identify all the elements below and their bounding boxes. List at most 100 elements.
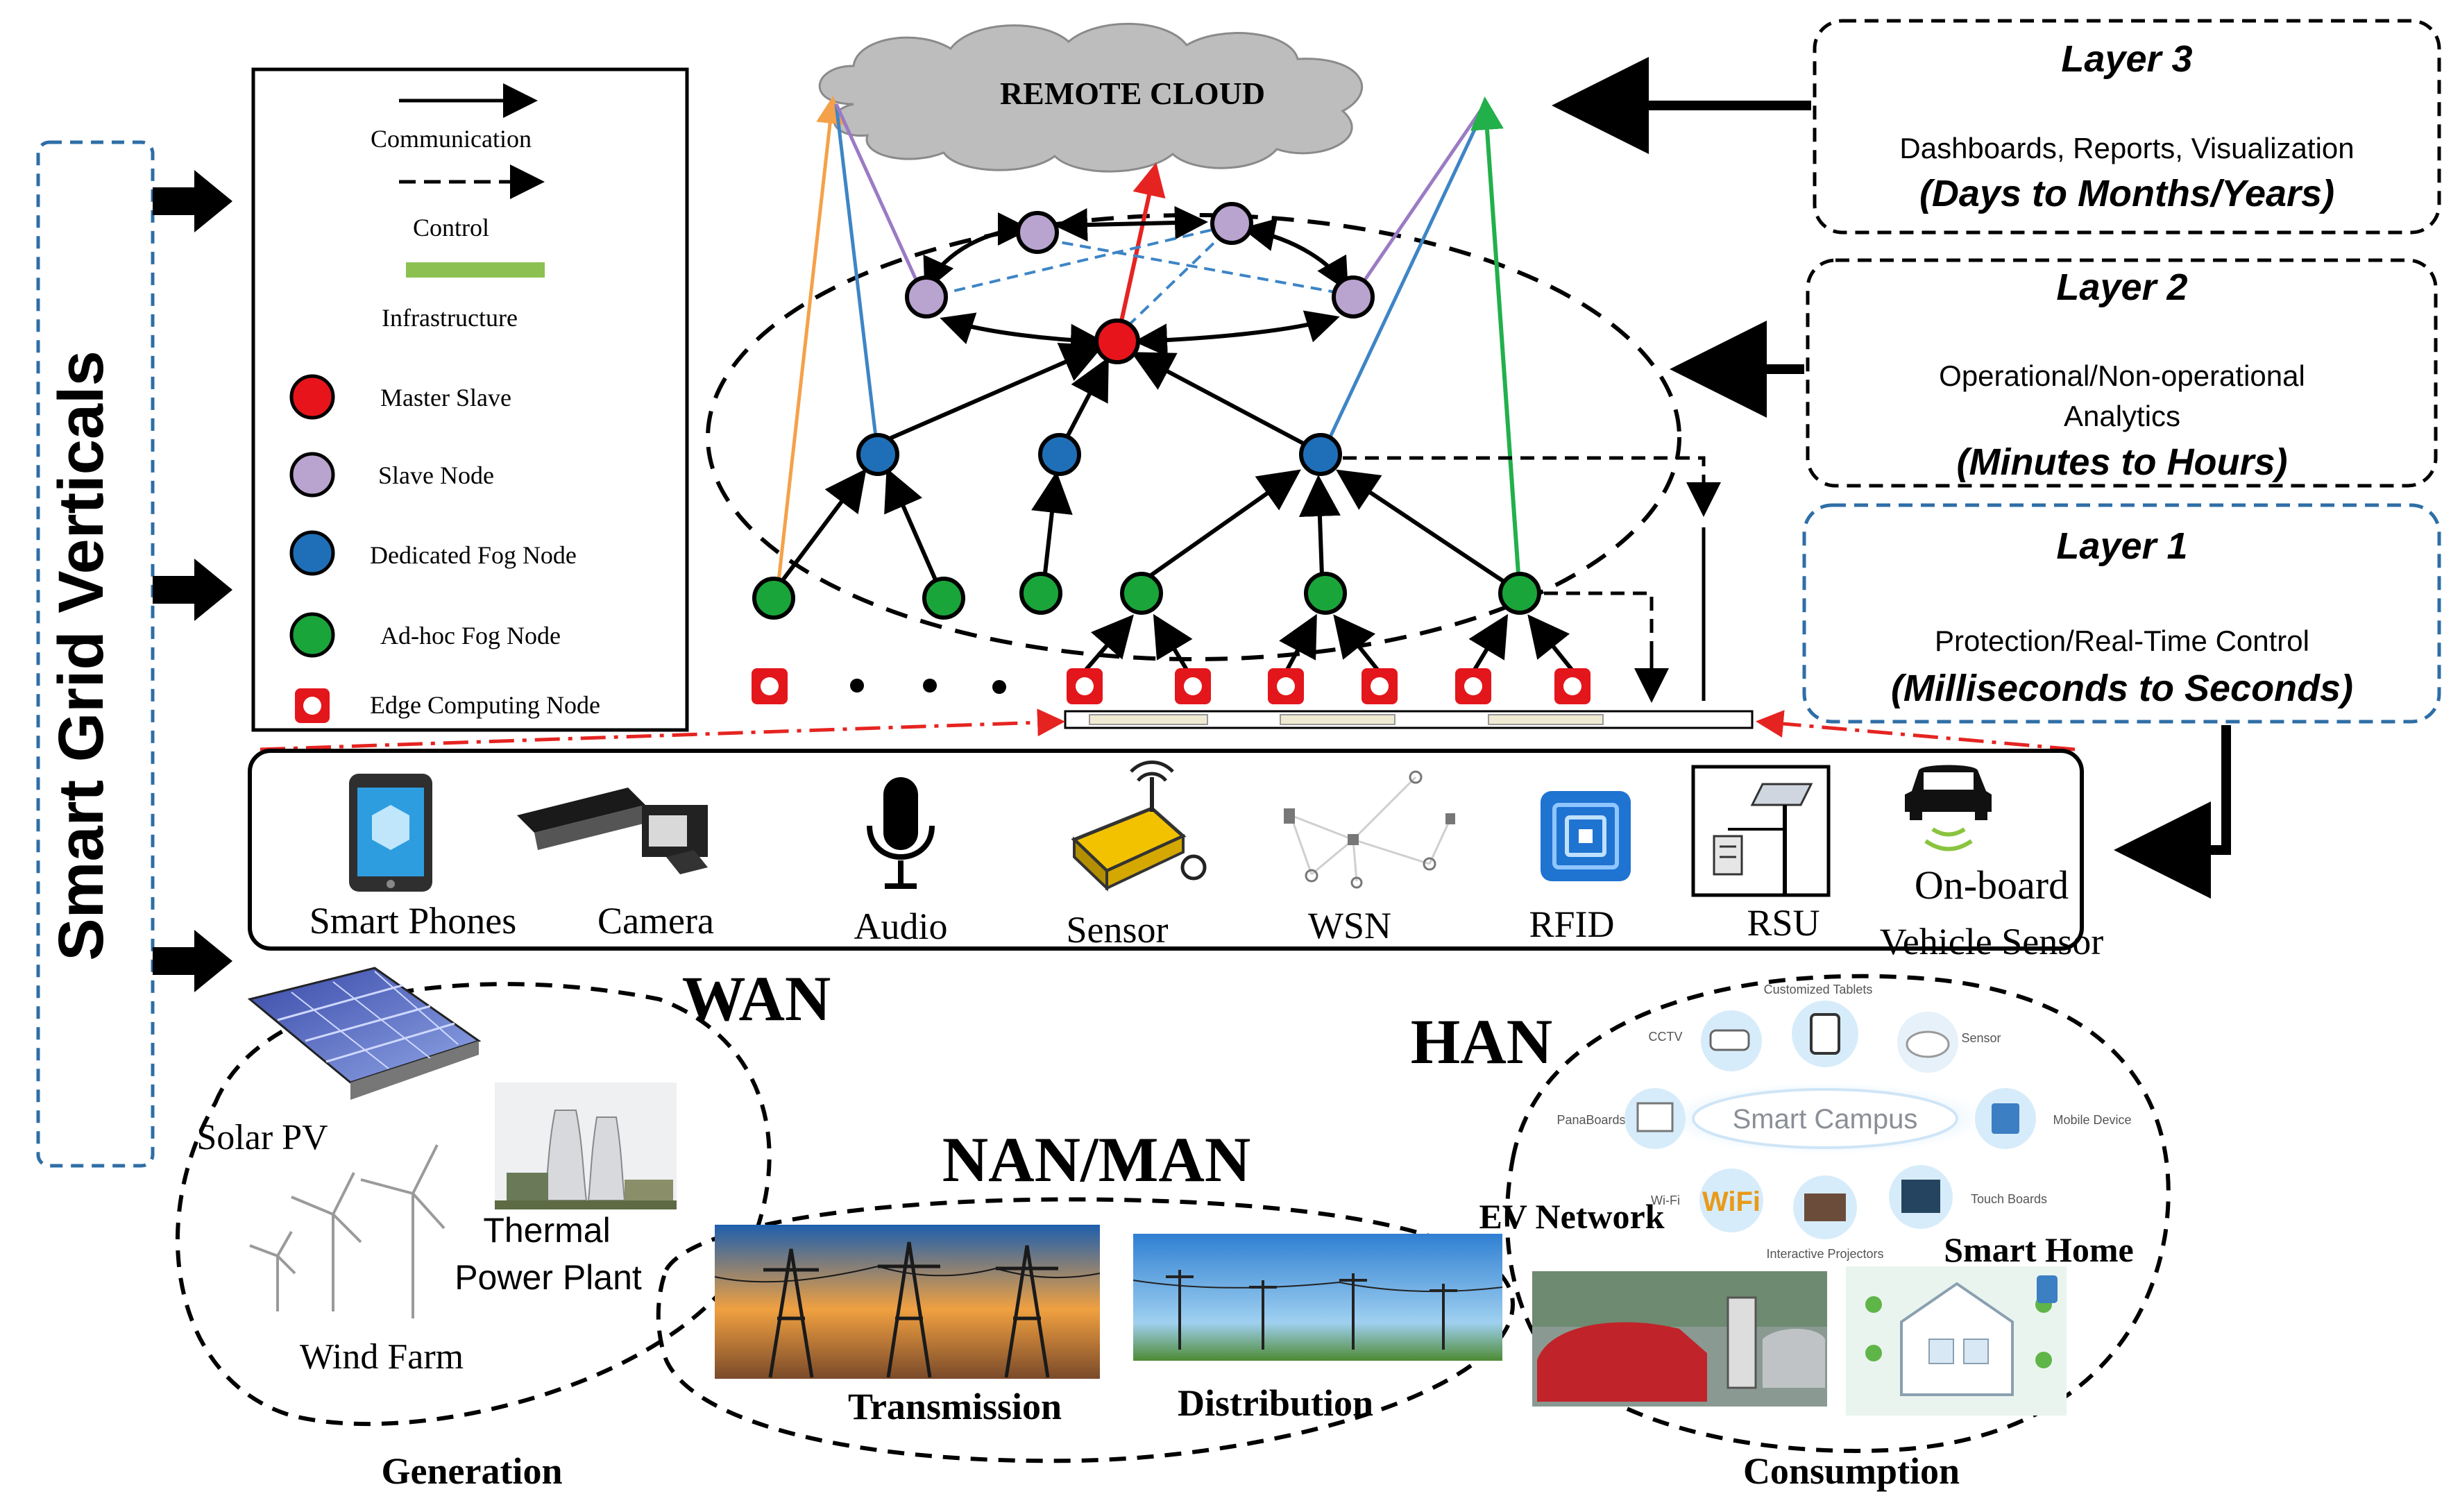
edge-to-bus-link-left bbox=[260, 708, 1065, 751]
rfid-icon bbox=[1541, 791, 1631, 881]
layer-3-box: Layer 3 Dashboards, Reports, Visualizati… bbox=[1813, 19, 2441, 235]
wind-farm-image bbox=[249, 1144, 446, 1318]
link-adhoc6-to-dedicated3 bbox=[1336, 469, 1507, 585]
verticals-title: Smart Grid Verticals bbox=[46, 350, 117, 961]
slave-ring-upper bbox=[923, 212, 1031, 292]
adhoc-fog-node bbox=[1498, 572, 1541, 615]
nan-man-region: NAN/MAN Transmission Distribution bbox=[656, 1124, 1516, 1463]
adhoc-fog-node bbox=[922, 577, 965, 620]
thermal-label-line2: Power Plant bbox=[455, 1258, 642, 1297]
device-label-audio: Audio bbox=[854, 906, 948, 947]
ev-network-label: EV Network bbox=[1479, 1197, 1664, 1236]
mobile-device-label: Mobile Device bbox=[2053, 1113, 2131, 1127]
legend-infrastructure-swatch bbox=[406, 262, 545, 278]
adhoc-fog-node bbox=[1019, 572, 1062, 615]
thermal-label-line1: Thermal bbox=[483, 1211, 610, 1250]
smart-campus-label: Smart Campus bbox=[1733, 1104, 1918, 1135]
tablet-icon bbox=[1792, 1001, 1858, 1067]
cctv-icon bbox=[1701, 1010, 1762, 1071]
slave-node bbox=[905, 275, 948, 318]
consumption-caption: Consumption bbox=[1743, 1450, 1960, 1492]
layer-2-desc-line2: Analytics bbox=[2064, 400, 2180, 432]
ev-network-image bbox=[1532, 1271, 1827, 1407]
campus-sensor-label: Sensor bbox=[1961, 1031, 2001, 1045]
devices-bar: Smart Phones Camera Audio Se bbox=[248, 749, 2103, 962]
distribution-image bbox=[1133, 1234, 1503, 1361]
layer-2-timescale: (Minutes to Hours) bbox=[1957, 441, 2288, 483]
mobile-device-icon bbox=[1975, 1088, 2036, 1149]
dedicated-fog-node bbox=[856, 433, 899, 476]
microphone-icon bbox=[867, 777, 935, 889]
edge-node bbox=[1268, 668, 1304, 704]
legend-infrastructure-label: Infrastructure bbox=[382, 304, 518, 332]
layer-3-desc: Dashboards, Reports, Visualization bbox=[1899, 132, 2354, 164]
wifi-icon: WiFi bbox=[1699, 1169, 1763, 1232]
link-edge5-to-adhoc6 bbox=[1468, 613, 1509, 671]
solar-label: Solar PV bbox=[196, 1118, 328, 1157]
car-icon bbox=[1905, 765, 1992, 851]
device-label-sensor: Sensor bbox=[1067, 909, 1169, 951]
legend-dedicated-label: Dedicated Fog Node bbox=[370, 541, 577, 569]
solar-panel-image bbox=[247, 967, 482, 1100]
edge-node bbox=[1067, 668, 1103, 704]
smart-home-label: Smart Home bbox=[1944, 1230, 2134, 1269]
slave-ring-lower-right bbox=[1134, 310, 1340, 357]
cctv-label: CCTV bbox=[1649, 1030, 1683, 1044]
link-slave-to-cloud-right bbox=[1351, 103, 1487, 298]
wsn-icon bbox=[1284, 770, 1455, 889]
legend-communication-label: Communication bbox=[371, 125, 532, 153]
device-label-rsu: RSU bbox=[1747, 902, 1819, 944]
vertical-arrow-bottom bbox=[153, 930, 232, 992]
projectors-label: Interactive Projectors bbox=[1766, 1247, 1883, 1261]
remote-cloud-label: REMOTE CLOUD bbox=[1000, 76, 1265, 111]
slave-ring-right bbox=[1241, 218, 1348, 292]
link-edge4-to-adhoc5 bbox=[1333, 614, 1380, 671]
nan-man-label: NAN/MAN bbox=[942, 1124, 1251, 1195]
ellipsis-dot bbox=[850, 679, 864, 693]
dedicated-fog-node bbox=[1299, 433, 1342, 476]
link-adhoc-to-cloud-green bbox=[1470, 96, 1522, 594]
wind-label: Wind Farm bbox=[300, 1337, 464, 1377]
edge-to-bus-link-right bbox=[1756, 710, 2076, 751]
device-label-wsn: WSN bbox=[1308, 905, 1391, 946]
transmission-label: Transmission bbox=[848, 1386, 1062, 1427]
legend-edge-node-icon bbox=[295, 688, 330, 723]
control-dedicated-to-bus bbox=[1343, 456, 1721, 517]
campus-sensor-icon bbox=[1897, 1012, 1958, 1073]
link-dedicated1-to-master bbox=[883, 343, 1104, 443]
ellipsis-dot bbox=[992, 680, 1006, 694]
link-edge6-to-adhoc6 bbox=[1527, 614, 1574, 671]
legend-slave-node-icon bbox=[289, 452, 335, 498]
layer-2-box: Layer 2 Operational/Non-operational Anal… bbox=[1806, 258, 2438, 488]
smart-home-image bbox=[1846, 1266, 2067, 1416]
vertical-arrow-top bbox=[153, 170, 232, 232]
legend-slave-label: Slave Node bbox=[378, 461, 494, 489]
wifi-logo-text: WiFi bbox=[1702, 1187, 1761, 1217]
wan-region: WAN Solar PV Thermal Power Plant Wind F bbox=[175, 963, 831, 1492]
device-label-camera: Camera bbox=[597, 900, 714, 942]
device-label-rfid: RFID bbox=[1529, 903, 1614, 945]
vertical-arrow-middle bbox=[153, 559, 232, 621]
fog-network bbox=[260, 96, 2076, 751]
link-dedicated2-to-master bbox=[1063, 357, 1109, 442]
legend-adhoc-node-icon bbox=[289, 612, 335, 658]
link-adhoc-to-cloud-orange bbox=[775, 96, 844, 594]
layer-2-desc: Operational/Non-operational bbox=[1939, 359, 2305, 392]
layer-1-box: Layer 1 Protection/Real-Time Control (Mi… bbox=[1802, 503, 2441, 724]
wifi-label: Wi-Fi bbox=[1651, 1194, 1680, 1207]
adhoc-fog-node bbox=[752, 577, 795, 620]
legend-master-node-icon bbox=[289, 374, 335, 420]
tablets-label: Customized Tablets bbox=[1764, 983, 1873, 996]
slave-node bbox=[1210, 202, 1253, 245]
legend-dedicated-node-icon bbox=[289, 530, 335, 576]
sensor-icon bbox=[1071, 761, 1207, 892]
ellipsis-dot bbox=[923, 679, 937, 693]
slave-node bbox=[1016, 211, 1059, 254]
panaboards-icon bbox=[1625, 1088, 1686, 1149]
edge-node bbox=[1554, 668, 1590, 704]
device-label-smartphones: Smart Phones bbox=[309, 900, 517, 942]
distribution-label: Distribution bbox=[1178, 1382, 1373, 1424]
thermal-plant-image bbox=[495, 1082, 677, 1209]
wan-label: WAN bbox=[682, 963, 831, 1034]
slave-mesh-3 bbox=[1126, 231, 1226, 328]
